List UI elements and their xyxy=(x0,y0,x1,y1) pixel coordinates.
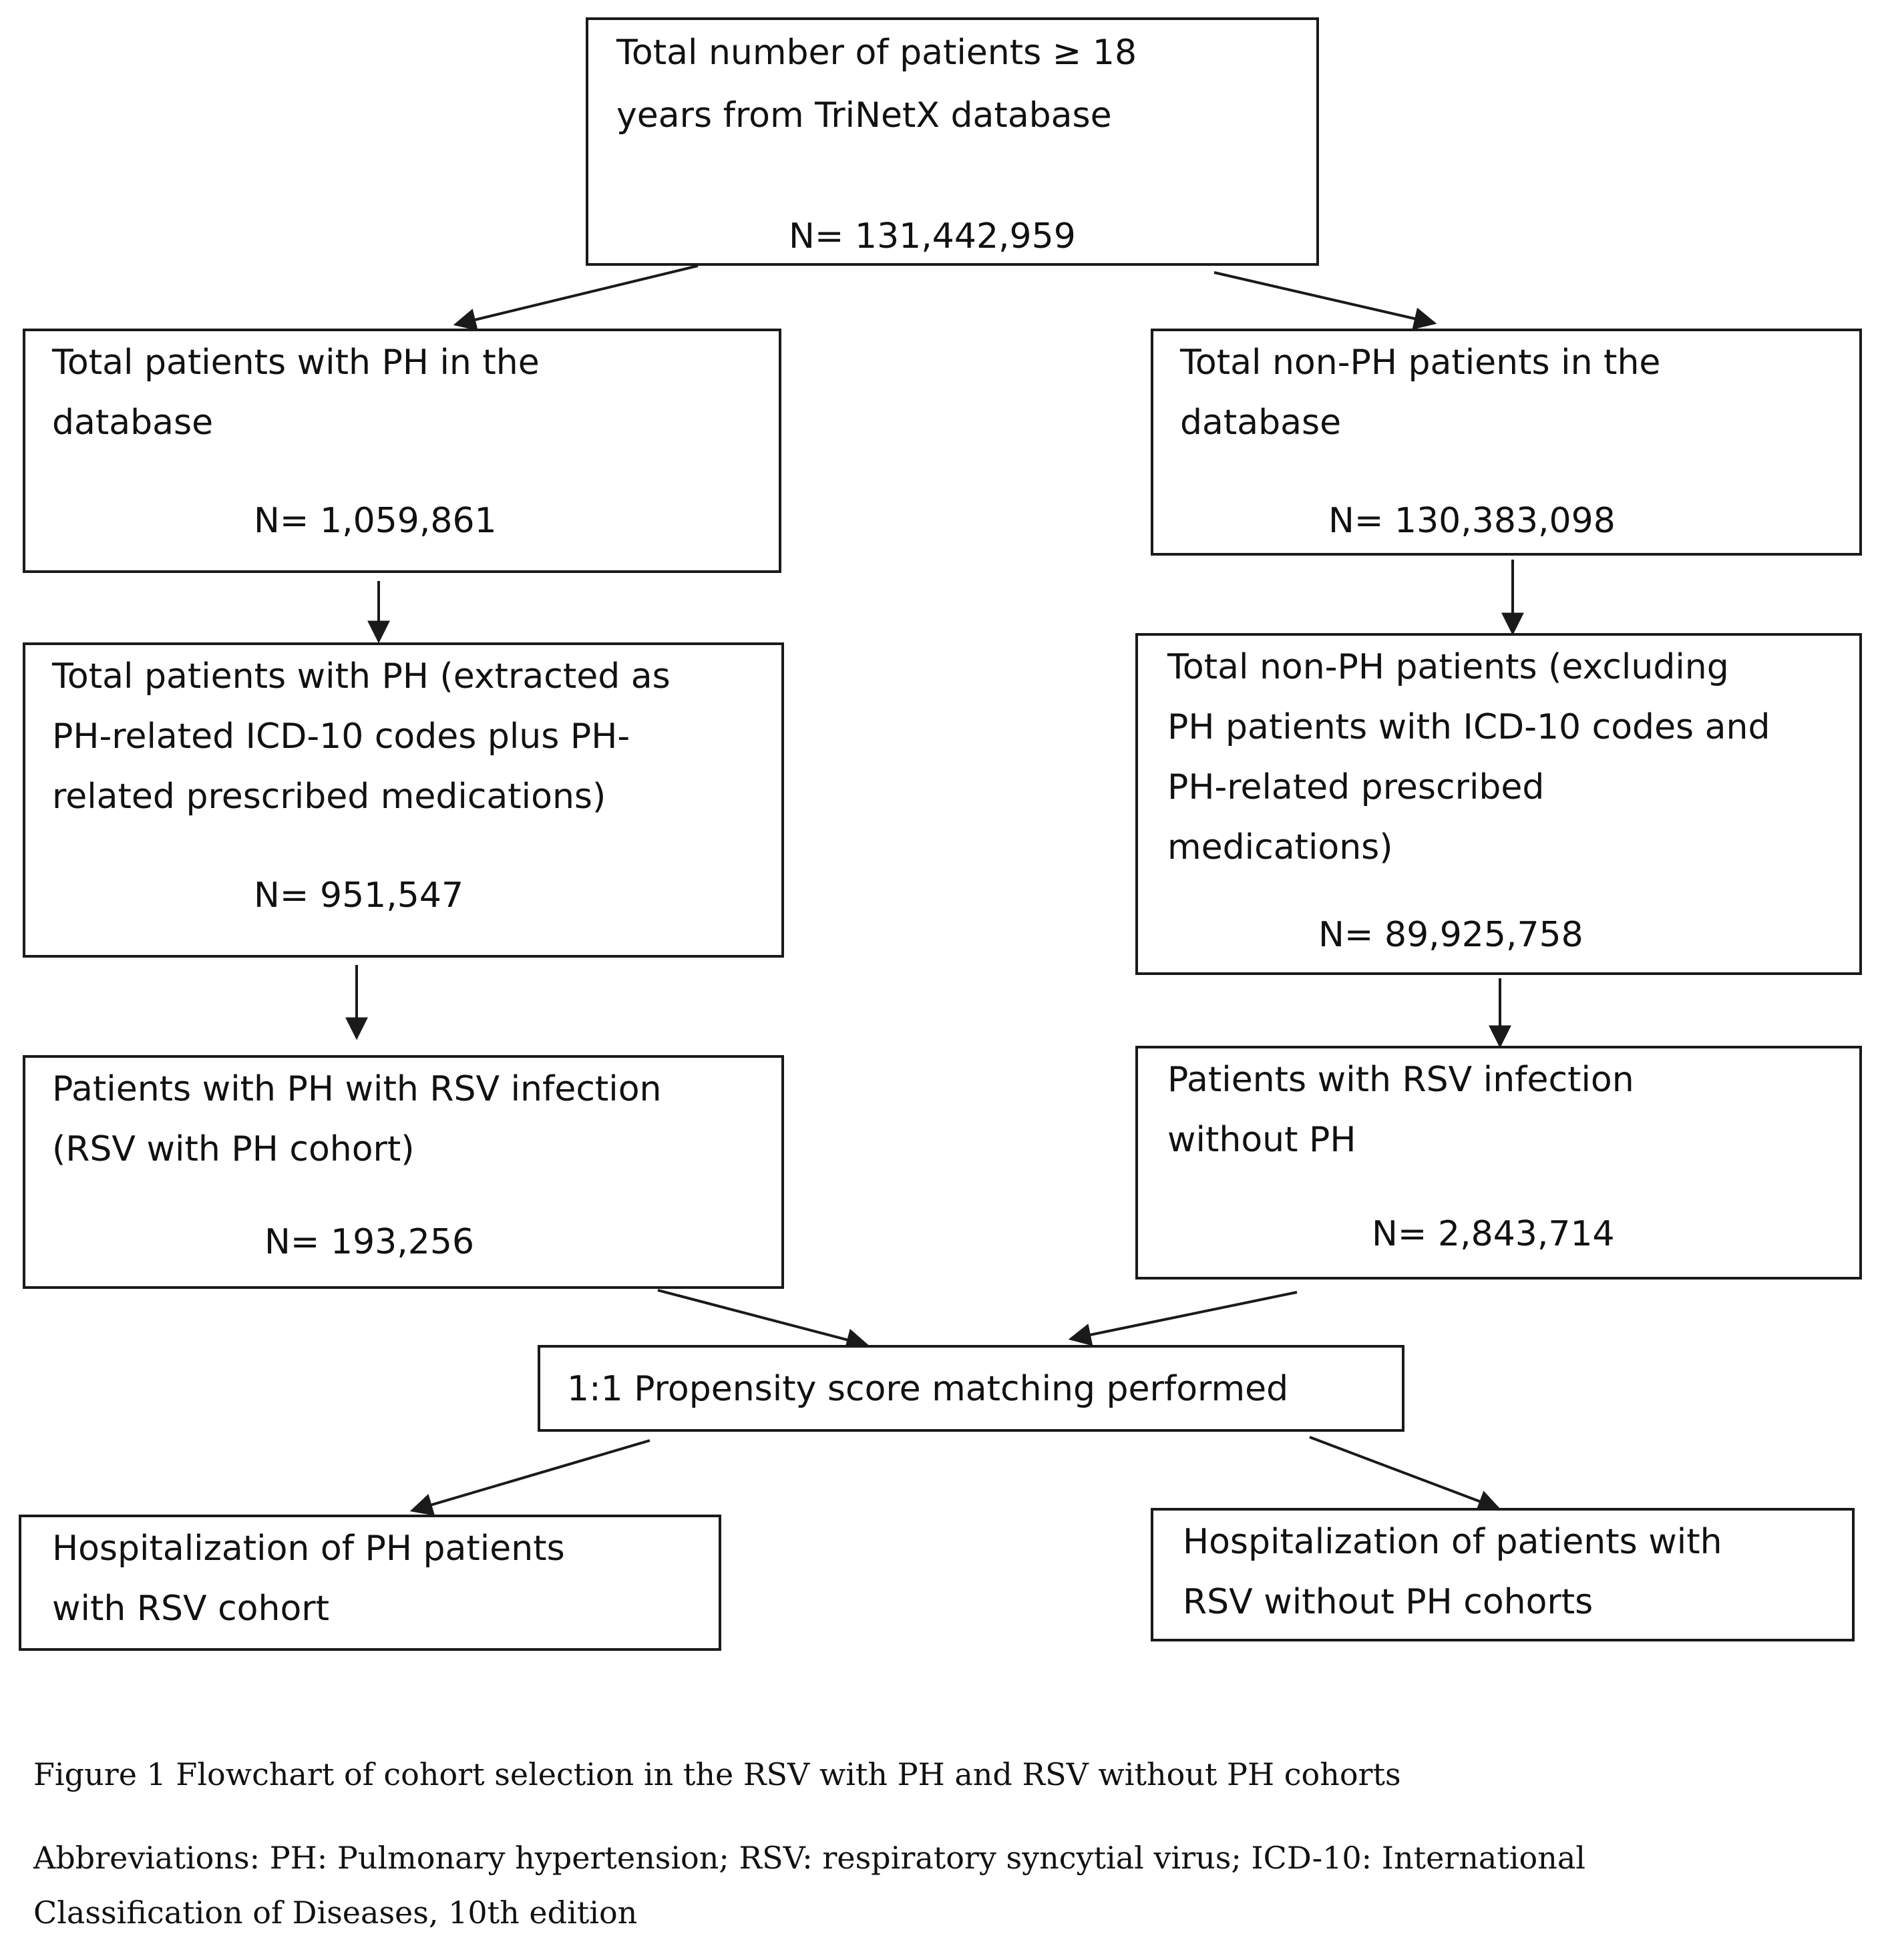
box-propensity-matching: 1:1 Propensity score matching performed xyxy=(538,1345,1404,1432)
box-ph-rsv-count: N= 193,256 xyxy=(264,1222,475,1262)
box-non-ph-total: Total non-PH patients in the database N=… xyxy=(1151,329,1862,556)
box-ph-total: Total patients with PH in the database N… xyxy=(23,329,781,573)
box-rsv-no-ph-count: N= 2,843,714 xyxy=(1372,1214,1615,1254)
box-ph-total-count: N= 1,059,861 xyxy=(254,501,497,541)
box-rsv-no-ph: Patients with RSV infection without PH N… xyxy=(1135,1046,1862,1280)
arrow-matching-to-hosp-ph xyxy=(409,1439,650,1516)
arrow-ph-rsv-to-matching xyxy=(657,1289,870,1351)
box-hosp-ph: Hospitalization of PH patients with RSV … xyxy=(19,1515,721,1651)
box-ph-extracted: Total patients with PH (extracted as PH-… xyxy=(23,642,784,958)
box-total-patients-count: N= 131,442,959 xyxy=(789,216,1076,256)
box-hosp-no-ph-label: Hospitalization of patients with RSV wit… xyxy=(1183,1522,1722,1622)
arrow-total-to-ph xyxy=(453,264,699,331)
box-total-patients-label: Total number of patients ≥ 18 years from… xyxy=(616,33,1137,136)
box-ph-rsv: Patients with PH with RSV infection (RSV… xyxy=(23,1055,784,1289)
box-non-ph-excluding: Total non-PH patients (excluding PH pati… xyxy=(1135,633,1862,975)
box-propensity-matching-label: 1:1 Propensity score matching performed xyxy=(567,1369,1289,1409)
arrow-rsv-no-ph-to-matching xyxy=(1068,1291,1298,1346)
arrow-matching-to-hosp-no-ph xyxy=(1309,1436,1501,1513)
box-non-ph-total-label: Total non-PH patients in the database xyxy=(1180,343,1661,443)
figure-caption-abbreviations-line2: Classification of Diseases, 10th edition xyxy=(33,1895,638,1931)
box-ph-total-label: Total patients with PH in the database xyxy=(52,343,540,443)
box-ph-extracted-label: Total patients with PH (extracted as PH-… xyxy=(52,656,671,817)
box-rsv-no-ph-label: Patients with RSV infection without PH xyxy=(1167,1060,1634,1160)
figure-caption-abbreviations-line1: Abbreviations: PH: Pulmonary hypertensio… xyxy=(33,1840,1585,1876)
box-total-patients: Total number of patients ≥ 18 years from… xyxy=(586,17,1319,266)
box-non-ph-excluding-label: Total non-PH patients (excluding PH pati… xyxy=(1167,647,1770,867)
box-hosp-ph-label: Hospitalization of PH patients with RSV … xyxy=(52,1529,565,1629)
box-ph-extracted-count: N= 951,547 xyxy=(254,875,464,916)
arrow-total-to-non-ph xyxy=(1213,271,1437,330)
figure-caption-title: Figure 1 Flowchart of cohort selection i… xyxy=(33,1756,1401,1792)
box-ph-rsv-label: Patients with PH with RSV infection (RSV… xyxy=(52,1069,662,1169)
box-hosp-no-ph: Hospitalization of patients with RSV wit… xyxy=(1151,1508,1855,1641)
box-non-ph-excluding-count: N= 89,925,758 xyxy=(1318,915,1583,955)
box-non-ph-total-count: N= 130,383,098 xyxy=(1328,501,1616,541)
